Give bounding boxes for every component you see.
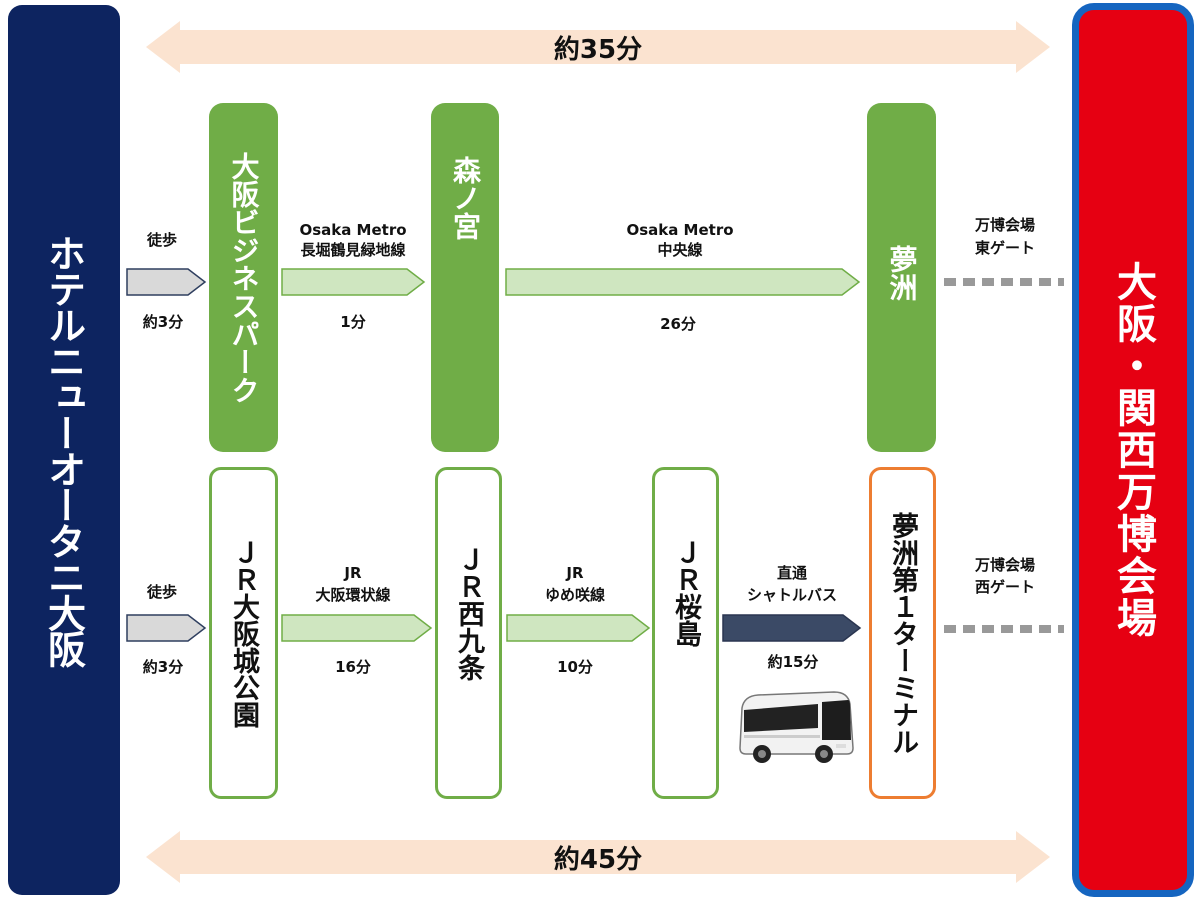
route1-line2-time: 26分: [660, 315, 696, 333]
double-arrow-shape: [146, 21, 1050, 73]
station-jr-nishikujo: ＪＲ西九条: [435, 467, 502, 799]
route2-walk-label: 徒歩: [146, 583, 177, 601]
route2-gate-line2: 西ゲート: [974, 578, 1035, 596]
station-label: ＪＲ西九条: [453, 545, 484, 681]
station-label: 夢洲第１ターミナル: [887, 511, 918, 755]
route2-bus-arrow: [722, 614, 862, 642]
route2-line1-detail: 大阪環状線: [315, 586, 391, 604]
route2-dotted-connector: [944, 625, 1064, 633]
station-yumeshima: 夢洲: [867, 103, 936, 452]
station-label: 森ノ宮: [449, 155, 482, 240]
route2-line2-detail: ゆめ咲線: [544, 586, 605, 604]
route2-line1-arrow: [281, 614, 433, 642]
route1-gate-line2: 東ゲート: [974, 239, 1035, 257]
hotel-name: ホテルニューオータニ大阪: [41, 234, 86, 666]
bottom-duration-label: 約45分: [553, 844, 643, 875]
route1-dotted-connector: [944, 278, 1064, 286]
double-arrow-shape: [146, 831, 1050, 883]
station-label: ＪＲ大阪城公園: [228, 538, 259, 728]
route1-walk-time: 約3分: [142, 313, 184, 331]
station-morinomiya: 森ノ宮: [431, 103, 499, 452]
station-yumeshima-terminal1: 夢洲第１ターミナル: [869, 467, 936, 799]
route2-gate-line1: 万博会場: [974, 556, 1035, 574]
route1-line1-time: 1分: [340, 313, 366, 331]
route1-line2-name: Osaka Metro: [626, 221, 734, 239]
top-duration-arrow: 約35分: [146, 21, 1050, 73]
route1-line1-name: Osaka Metro: [299, 221, 407, 239]
top-duration-label: 約35分: [553, 34, 643, 65]
station-jr-sakurajima: ＪＲ桜島: [652, 467, 719, 799]
station-label: ＪＲ桜島: [670, 539, 701, 647]
route2-line2-name: JR: [566, 564, 584, 582]
station-label: 夢洲: [885, 244, 919, 301]
station-label: 大阪ビジネスパーク: [227, 151, 261, 404]
route2-bus-line2: シャトルバス: [746, 586, 837, 604]
route2-line1-time: 16分: [335, 658, 371, 676]
route2-walk-arrow: [126, 614, 207, 642]
station-osaka-business-park: 大阪ビジネスパーク: [209, 103, 278, 452]
bus-icon: [736, 688, 856, 766]
route1-line1-arrow: [281, 268, 426, 296]
route2-bus-time: 約15分: [767, 653, 819, 671]
hotel-origin-block: ホテルニューオータニ大阪: [8, 5, 120, 895]
route1-walk-arrow: [126, 268, 207, 296]
expo-destination-block: 大阪・関西万博会場: [1072, 3, 1194, 897]
bottom-duration-arrow: 約45分: [146, 831, 1050, 883]
route2-line2-time: 10分: [557, 658, 593, 676]
route1-line1-detail: 長堀鶴見緑地線: [300, 241, 406, 259]
route1-walk-label: 徒歩: [146, 231, 177, 249]
route2-bus-line1: 直通: [776, 564, 807, 582]
route2-walk-time: 約3分: [142, 658, 184, 676]
station-jr-osakajokoen: ＪＲ大阪城公園: [209, 467, 278, 799]
route2-line1-name: JR: [344, 564, 362, 582]
route1-line2-detail: 中央線: [657, 241, 703, 259]
route2-line2-arrow: [506, 614, 651, 642]
route1-line2-arrow: [505, 268, 861, 296]
route1-gate-line1: 万博会場: [974, 216, 1035, 234]
expo-name: 大阪・関西万博会場: [1110, 261, 1156, 639]
